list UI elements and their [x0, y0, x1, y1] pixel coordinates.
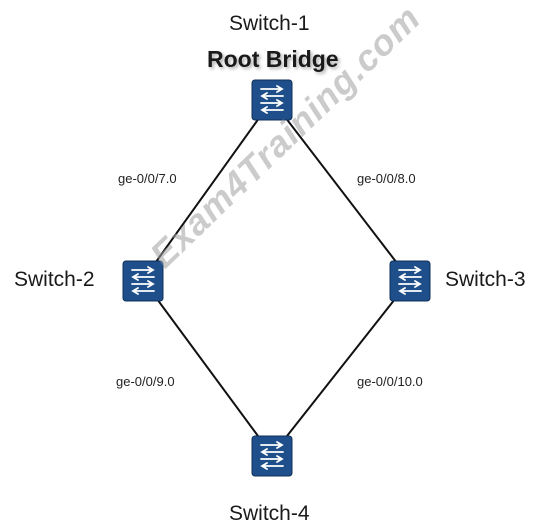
arrow-mark — [260, 92, 284, 100]
switch-1-label: Switch-1 — [229, 12, 310, 35]
switch-icon — [251, 435, 293, 477]
link-sw1-sw3 — [271, 99, 411, 281]
link-sw3-sw4 — [271, 279, 411, 456]
arrow-mark — [398, 280, 422, 288]
switch-body — [122, 260, 164, 302]
arrow-mark — [398, 266, 422, 274]
arrow-mark — [260, 448, 284, 456]
arrow-mark — [260, 85, 284, 93]
link-sw2-sw4 — [142, 279, 273, 456]
switch-3-label: Switch-3 — [445, 268, 526, 291]
port-label-ge-0-0-8: ge-0/0/8.0 — [357, 171, 416, 186]
arrow-mark — [131, 266, 155, 274]
root-bridge-label: Root Bridge — [207, 46, 339, 72]
switch-icon — [251, 79, 293, 121]
arrow-mark — [398, 273, 422, 281]
arrow-mark — [260, 441, 284, 449]
switch-body — [251, 435, 293, 477]
port-label-ge-0-0-7: ge-0/0/7.0 — [118, 171, 177, 186]
arrow-mark — [260, 455, 284, 463]
arrow-mark — [260, 99, 284, 107]
switch-4-label: Switch-4 — [229, 502, 310, 525]
switch-2-label: Switch-2 — [14, 268, 95, 291]
switch-body — [389, 260, 431, 302]
port-label-ge-0-0-10: ge-0/0/10.0 — [357, 374, 423, 389]
port-label-ge-0-0-9: ge-0/0/9.0 — [116, 374, 175, 389]
arrow-mark — [260, 462, 284, 470]
arrow-mark — [398, 287, 422, 295]
switch-icon — [122, 260, 164, 302]
arrow-mark — [260, 106, 284, 114]
link-sw1-sw2 — [142, 99, 273, 281]
arrow-mark — [131, 280, 155, 288]
arrow-mark — [131, 273, 155, 281]
arrow-mark — [131, 287, 155, 295]
switch-icon — [389, 260, 431, 302]
